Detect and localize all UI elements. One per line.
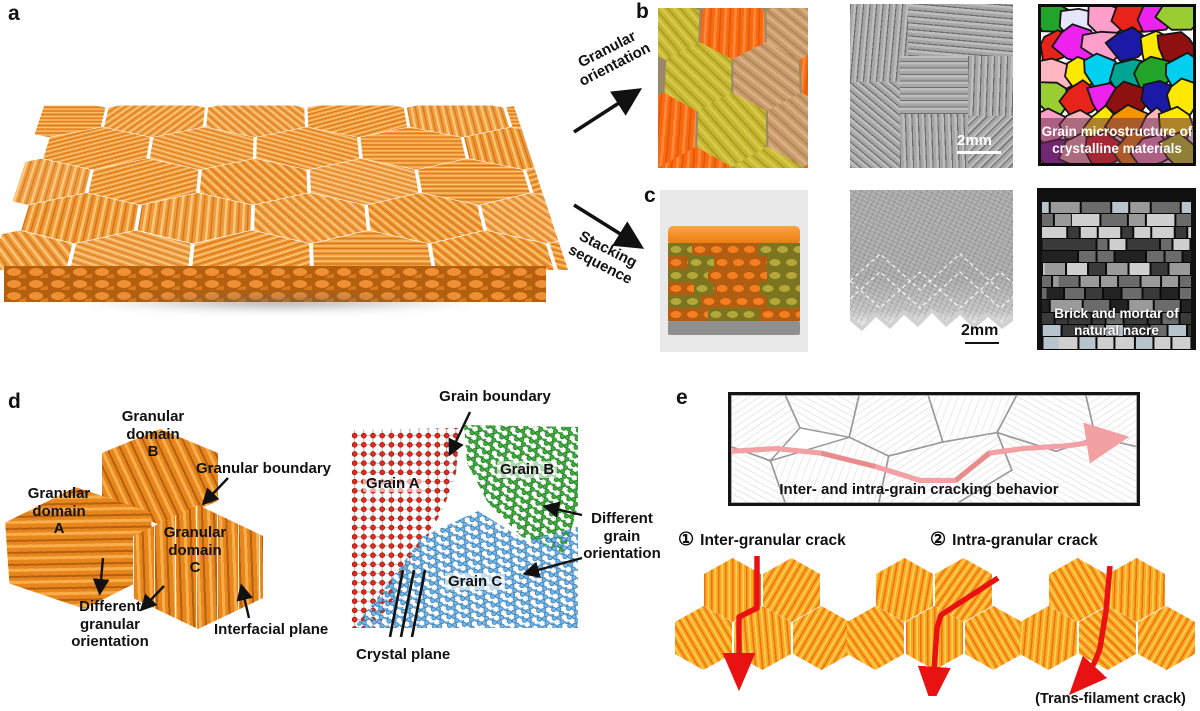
nacre-row	[1042, 238, 1191, 252]
voronoi-grain-map: Grain microstructure of crystalline mate…	[1038, 4, 1196, 166]
hexagon-grain	[1020, 606, 1077, 670]
trans-filament-note: (Trans-filament crack)	[1035, 691, 1186, 707]
filament-rows	[668, 243, 800, 321]
filament-row	[668, 295, 800, 308]
panel-d-left-arrows	[92, 477, 253, 619]
hex-domain-render	[658, 8, 808, 168]
nacre-row	[1042, 300, 1191, 313]
banner-caption: Inter- and intra-grain cracking behavior	[779, 481, 1059, 498]
nacre-image: Brick and mortar of natural nacre	[1037, 188, 1196, 350]
granular-boundary-label: Granular boundary	[196, 460, 332, 477]
intra-granular-crack-cluster	[845, 556, 1022, 696]
grain-b-region	[464, 425, 578, 553]
top-surface-micrograph: 2mm	[850, 4, 1013, 168]
hexagon-grain	[763, 558, 820, 622]
hexagon-grain	[1138, 606, 1195, 670]
hexagon-grain	[793, 606, 850, 670]
stacking-render	[660, 190, 808, 352]
micrograph-patch	[850, 82, 900, 168]
intra-granular-item: ② Intra-granular crack	[930, 529, 1098, 550]
different-granular-orientation-label: Different granular orientation	[71, 598, 149, 651]
hexagon-grain	[1108, 558, 1165, 622]
hexagon-grain	[876, 558, 933, 622]
slab-shadow	[0, 288, 560, 316]
granular-domain-a-label: Granular domain A	[27, 485, 91, 538]
filament-row	[668, 308, 800, 321]
item2-label: Intra-granular crack	[952, 532, 1098, 549]
filament-slab-3d	[0, 106, 568, 270]
panel-b-label: b	[636, 0, 649, 23]
granular-domain-b-label: Granular domain B	[121, 408, 185, 461]
interfacial-plane-label: Interfacial plane	[214, 621, 329, 638]
panel-e-label: e	[676, 386, 688, 409]
nacre-row	[1042, 288, 1191, 301]
granular-domain-c-label: Granular domain C	[163, 524, 227, 577]
nacre-row	[1042, 251, 1191, 264]
nacre-row	[1042, 324, 1191, 338]
stacking-sequence-arrow	[573, 203, 645, 249]
nacre-bricks	[1042, 202, 1191, 350]
scale-bar-b: 2mm	[957, 132, 1001, 154]
panel-a-label: a	[8, 2, 20, 25]
nacre-row	[1042, 214, 1191, 227]
filament-row	[668, 256, 800, 269]
inter-granular-crack-cluster	[673, 556, 850, 696]
grain-b-label: Grain B	[497, 461, 558, 478]
panel-c-label: c	[644, 184, 656, 207]
filament-row	[668, 243, 800, 256]
granular-orientation-arrow	[573, 88, 643, 134]
nacre-row	[1042, 226, 1191, 239]
micrograph-patch	[900, 56, 968, 114]
item1-label: Inter-granular crack	[700, 532, 846, 549]
voronoi-caption: Grain microstructure of crystalline mate…	[1041, 124, 1193, 157]
grain-c-region	[356, 511, 578, 628]
trans-filament-crack-cluster	[1018, 556, 1195, 696]
base-layer	[668, 321, 800, 335]
inter-granular-item: ① Inter-granular crack	[678, 529, 846, 550]
filament-row	[668, 282, 800, 295]
filament-row	[668, 269, 800, 282]
grain-sketch	[730, 394, 1138, 504]
micrograph-patch	[908, 4, 1013, 56]
nacre-row	[1042, 263, 1191, 276]
cracking-behavior-banner: Inter- and intra-grain cracking behavior	[728, 392, 1140, 506]
grain-boundary-label: Grain boundary	[439, 388, 551, 405]
micrograph-patch	[850, 4, 908, 82]
grain-c-label: Grain C	[445, 573, 506, 590]
cross-section-micrograph: 2mm	[850, 190, 1013, 352]
item1-number: ①	[678, 529, 695, 549]
nacre-row	[1042, 275, 1191, 289]
hexagon-grain	[847, 606, 904, 670]
item2-number: ②	[930, 529, 947, 549]
nacre-caption: Brick and mortar of natural nacre	[1054, 306, 1179, 339]
scale-bar-c: 2mm	[961, 322, 999, 345]
lattice-diagram	[352, 411, 583, 638]
grain-a-label: Grain A	[363, 475, 423, 492]
crystal-plane-label: Crystal plane	[356, 646, 451, 663]
voronoi-caption-band	[1041, 118, 1193, 163]
top-layer	[668, 226, 800, 243]
nacre-row	[1042, 202, 1191, 215]
panel-d-label: d	[8, 390, 21, 413]
nacre-row	[1042, 312, 1191, 325]
micrograph-patch	[968, 56, 1013, 116]
different-grain-orientation-label: Different grain orientation	[583, 510, 661, 563]
nacre-row	[1042, 337, 1191, 350]
